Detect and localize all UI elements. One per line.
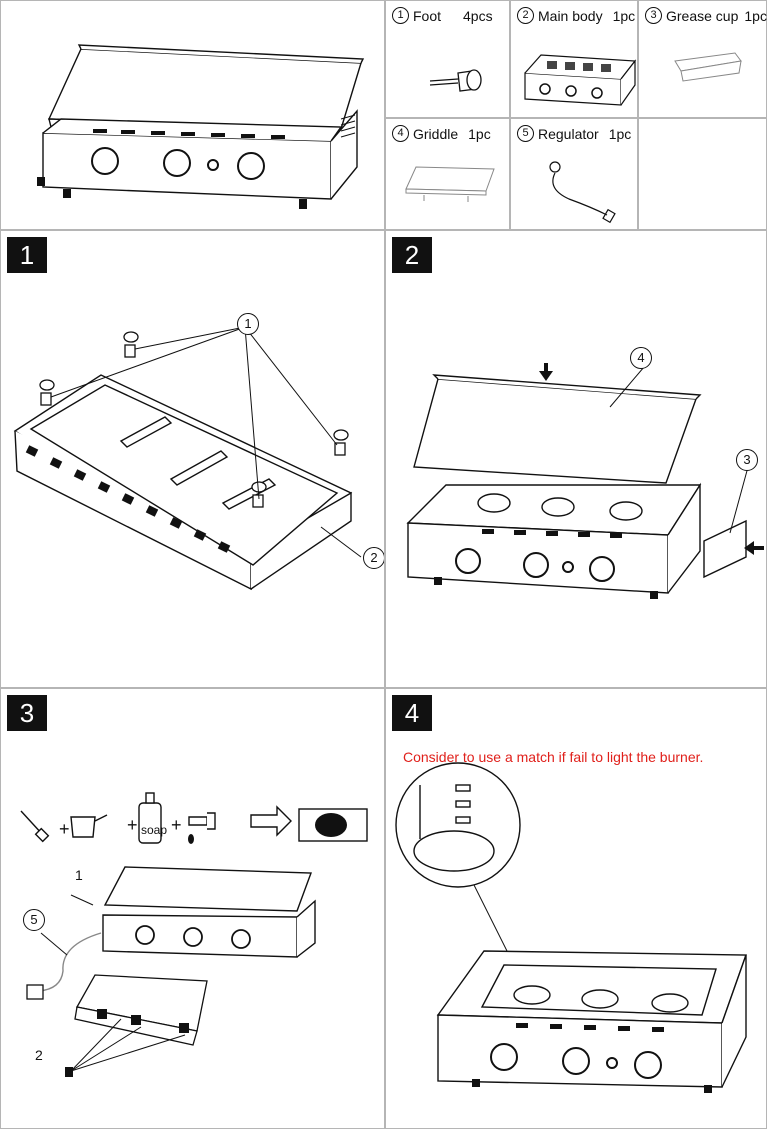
- callout-griddle: 4: [630, 347, 652, 369]
- part-number: 2: [517, 7, 534, 24]
- part-qty: 4pcs: [463, 7, 493, 24]
- grease-cup-illustration: [674, 52, 742, 82]
- step-number: 1: [7, 237, 47, 273]
- lighting-note: Consider to use a match if fail to light…: [403, 749, 704, 765]
- step-2-illustration: [406, 363, 764, 599]
- griddle-illustration: [405, 166, 495, 202]
- step-1-panel: 1: [0, 230, 385, 688]
- part-number: 3: [645, 7, 662, 24]
- step-2-panel: 2 4 3: [385, 230, 767, 688]
- step-number: 4: [392, 695, 432, 731]
- callout-main-body: 2: [363, 547, 384, 569]
- label-1: 1: [75, 867, 83, 883]
- part-qty: 1pc: [744, 7, 767, 24]
- step-number: 3: [7, 695, 47, 731]
- foot-illustration: [429, 69, 482, 92]
- step-4-illustration: [395, 762, 747, 1093]
- part-qty: 1pc: [608, 125, 632, 142]
- part-number: 5: [517, 125, 534, 142]
- part-name: Griddle: [413, 125, 459, 142]
- step-3-illustration: + + +: [20, 792, 368, 1077]
- part-name: Main body: [538, 7, 603, 24]
- assembled-griddle-panel: [0, 0, 385, 230]
- step-4-panel: 4 Consider to use a match if fail to lig…: [385, 688, 767, 1129]
- callout-foot: 1: [237, 313, 259, 335]
- step-number: 2: [392, 237, 432, 273]
- svg-text:+: +: [127, 815, 138, 835]
- part-qty: 1pc: [468, 125, 491, 142]
- part-name: Foot: [413, 7, 442, 24]
- part-name: Grease cup: [666, 7, 739, 24]
- part-number: 1: [392, 7, 409, 24]
- regulator-illustration: [549, 161, 616, 224]
- main-body-illustration: [524, 54, 637, 106]
- part-name: Regulator: [538, 125, 599, 142]
- part-qty: 1pc: [612, 7, 636, 24]
- callout-regulator: 5: [23, 909, 45, 931]
- svg-text:+: +: [171, 815, 182, 835]
- svg-text:+: +: [59, 819, 70, 839]
- part-number: 4: [392, 125, 409, 142]
- soap-label: soap: [141, 823, 168, 837]
- callout-grease-cup: 3: [736, 449, 758, 471]
- step-1-illustration: [13, 326, 362, 591]
- step-3-panel: 3 + + +: [0, 688, 385, 1129]
- part-empty-slot: [638, 118, 767, 230]
- assembled-griddle-illustration: [37, 44, 365, 209]
- label-2: 2: [35, 1047, 43, 1063]
